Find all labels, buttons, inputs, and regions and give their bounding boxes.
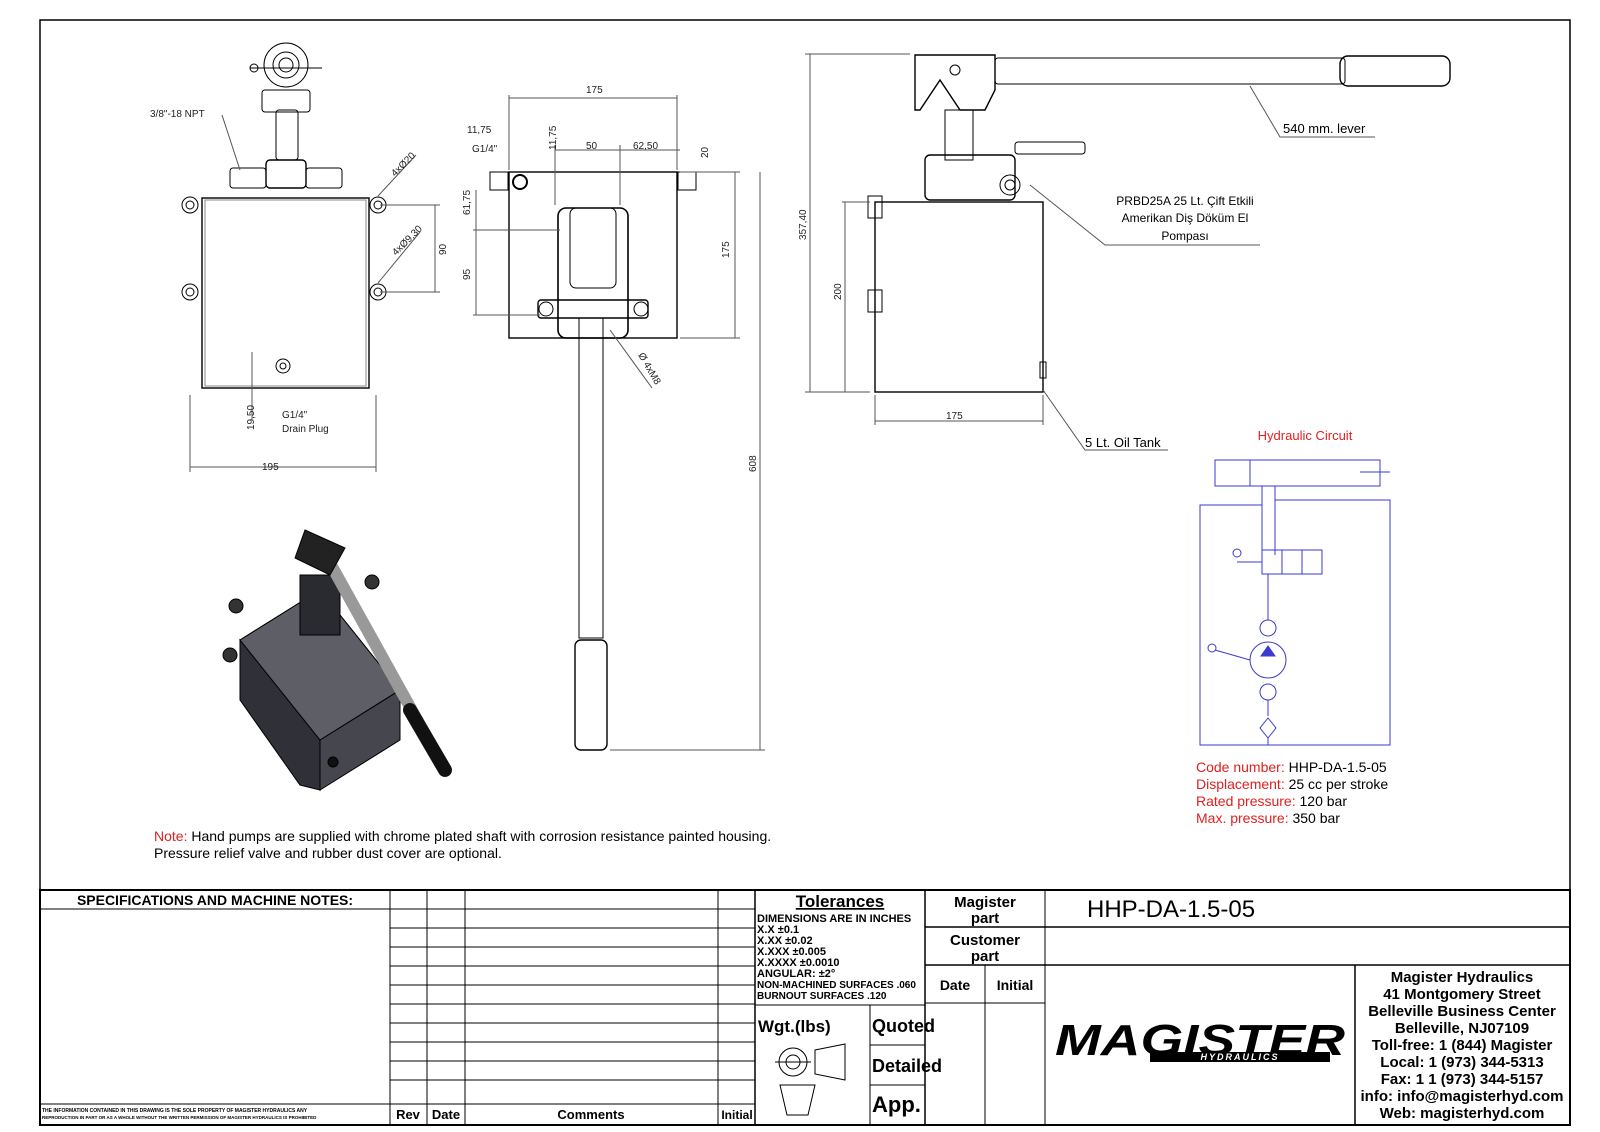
col-rev: Rev xyxy=(396,1107,421,1122)
pump-callout-3: Pompası xyxy=(1161,229,1208,243)
svg-text:BURNOUT SURFACES .120: BURNOUT SURFACES .120 xyxy=(757,991,887,1002)
pump-callout-2: Amerikan Diş Döküm El xyxy=(1122,211,1249,225)
svg-text:DIMENSIONS ARE IN INCHES: DIMENSIONS ARE IN INCHES xyxy=(757,913,911,925)
svg-text:41 Montgomery Street: 41 Montgomery Street xyxy=(1383,986,1541,1003)
svg-text:X.X ±0.1: X.X ±0.1 xyxy=(757,924,799,936)
svg-text:Toll-free: 1 (844) Magister: Toll-free: 1 (844) Magister xyxy=(1372,1037,1553,1054)
spec-code: Code number: HHP-DA-1.5-05 xyxy=(1196,759,1387,775)
svg-text:NON-MACHINED SURFACES .060: NON-MACHINED SURFACES .060 xyxy=(757,980,916,991)
col-comments: Comments xyxy=(557,1107,624,1122)
spec-list: Code number: HHP-DA-1.5-05 Displacement:… xyxy=(1196,759,1388,826)
note-line-1: Note: Hand pumps are supplied with chrom… xyxy=(154,828,771,844)
spec-rated-pressure: Rated pressure: 120 bar xyxy=(1196,793,1347,809)
mount-label: Ø 4xM8 xyxy=(635,351,662,387)
logo-sub: HYDRAULICS xyxy=(1200,1052,1279,1062)
svg-text:X.XXX ±0.005: X.XXX ±0.005 xyxy=(757,946,826,958)
initial-label: Initial xyxy=(997,977,1034,993)
hole-label-b: 4xØ9,30 xyxy=(390,223,425,258)
svg-text:Belleville Business Center: Belleville Business Center xyxy=(1368,1003,1556,1020)
col-initial: Initial xyxy=(721,1108,752,1122)
company-info: Magister Hydraulics 41 Montgomery Street… xyxy=(1361,969,1564,1122)
disclaimer-1: THE INFORMATION CONTAINED IN THIS DRAWIN… xyxy=(42,1108,308,1114)
svg-text:X.XXXX ±0.0010: X.XXXX ±0.0010 xyxy=(757,957,839,969)
svg-text:info: info@magisterhyd.com: info: info@magisterhyd.com xyxy=(1361,1088,1564,1105)
note-line-2: Pressure relief valve and rubber dust co… xyxy=(154,845,502,861)
svg-text:Belleville, NJ07109: Belleville, NJ07109 xyxy=(1395,1020,1529,1037)
thread-g14: G1/4" xyxy=(472,144,498,155)
hole-label-a: 4xØ20 xyxy=(389,150,418,179)
svg-text:ANGULAR: ±2°: ANGULAR: ±2° xyxy=(757,968,835,980)
hydraulic-circuit xyxy=(1199,459,1391,746)
svg-text:Magister Hydraulics: Magister Hydraulics xyxy=(1391,969,1534,986)
title-block xyxy=(39,889,1571,1126)
port-label: 3/8"-18 NPT xyxy=(150,109,205,120)
svg-text:Web: magisterhyd.com: Web: magisterhyd.com xyxy=(1380,1105,1545,1122)
top-view xyxy=(181,42,440,472)
dim-90: 90 xyxy=(438,243,449,255)
detailed-label: Detailed xyxy=(872,1056,942,1076)
dim-1175-h: 11,75 xyxy=(467,125,492,136)
weight-label: Wgt.(lbs) xyxy=(758,1017,831,1036)
dim-175-top: 175 xyxy=(586,85,603,96)
customer-part-2: part xyxy=(971,948,999,965)
bolt-icon xyxy=(181,196,387,301)
svg-text:Local: 1 (973) 344-5313: Local: 1 (973) 344-5313 xyxy=(1380,1054,1543,1071)
svg-text:X.XX ±0.02: X.XX ±0.02 xyxy=(757,935,813,947)
dim-6175: 61,75 xyxy=(462,190,473,215)
svg-text:Fax: 1 1 (973) 344-5157: Fax: 1 1 (973) 344-5157 xyxy=(1381,1071,1544,1088)
dim-50: 50 xyxy=(586,141,598,152)
front-view xyxy=(473,95,765,751)
title-block-text: SPECIFICATIONS AND MACHINE NOTES: THE IN… xyxy=(42,892,1563,1122)
top-view-labels: 3/8"-18 NPT 4xØ20 4xØ9,30 90 19,50 G1/4"… xyxy=(150,109,449,473)
dim-6250: 62,50 xyxy=(633,141,658,152)
drain-plug-label: Drain Plug xyxy=(282,424,329,435)
magister-part-2: part xyxy=(971,910,999,927)
spec-displacement: Displacement: 25 cc per stroke xyxy=(1196,776,1388,792)
side-view-labels: 357,40 200 175 540 mm. lever PRBD25A 25 … xyxy=(798,121,1366,450)
spec-header: SPECIFICATIONS AND MACHINE NOTES: xyxy=(77,892,353,908)
dim-200: 200 xyxy=(833,283,844,300)
note: Note: Hand pumps are supplied with chrom… xyxy=(154,828,771,861)
app-label: App. xyxy=(872,1092,921,1117)
part-number: HHP-DA-1.5-05 xyxy=(1087,896,1255,923)
dim-1175-v: 11,75 xyxy=(548,125,559,150)
lever-callout: 540 mm. lever xyxy=(1283,121,1366,136)
dim-35740: 357,40 xyxy=(798,209,809,240)
magister-part-1: Magister xyxy=(954,894,1016,911)
dim-95: 95 xyxy=(462,268,473,280)
dim-20: 20 xyxy=(700,146,711,158)
quoted-label: Quoted xyxy=(872,1016,935,1036)
dim-195: 195 xyxy=(262,462,279,473)
col-date: Date xyxy=(432,1107,460,1122)
tolerance-lines: DIMENSIONS ARE IN INCHES X.X ±0.1 X.XX ±… xyxy=(757,913,916,1002)
drain-label: G1/4" xyxy=(282,410,308,421)
dim-608: 608 xyxy=(748,455,759,472)
side-view xyxy=(805,53,1451,451)
pump-callout-1: PRBD25A 25 Lt. Çift Etkili xyxy=(1116,194,1253,208)
spec-max-pressure: Max. pressure: 350 bar xyxy=(1196,810,1340,826)
date-label: Date xyxy=(940,977,971,993)
disclaimer-2: REPRODUCTION IN PART OR AS A WHOLE WITHO… xyxy=(42,1115,317,1120)
dim-1950: 19,50 xyxy=(246,405,257,430)
dim-175-side: 175 xyxy=(946,411,963,422)
customer-part-1: Customer xyxy=(950,932,1020,949)
magister-logo: MAGISTER HYDRAULICS xyxy=(1055,1016,1345,1065)
isometric-view xyxy=(222,529,452,792)
circuit-title: Hydraulic Circuit xyxy=(1258,428,1353,443)
front-view-labels: 175 11,75 11,75 G1/4" 50 62,50 20 61,75 … xyxy=(462,85,759,472)
dim-175-v: 175 xyxy=(721,241,732,258)
tolerances-title: Tolerances xyxy=(796,892,885,911)
tank-callout: 5 Lt. Oil Tank xyxy=(1085,435,1161,450)
